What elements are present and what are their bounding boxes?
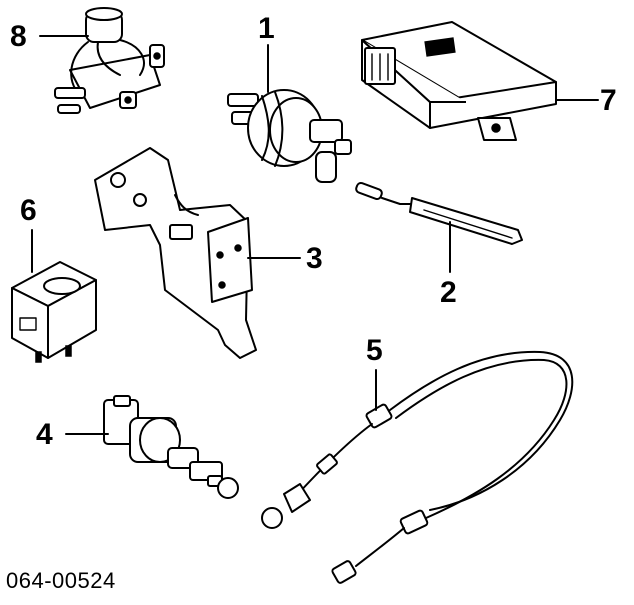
callout-1: 1 [258, 12, 275, 45]
callout-8: 8 [10, 20, 27, 53]
part-4-switch [103, 395, 239, 499]
part-7-control-module [361, 21, 557, 141]
part-2-sensor [355, 181, 523, 245]
callout-7: 7 [600, 84, 617, 117]
diagram-code: 064-00524 [6, 568, 116, 593]
callout-5: 5 [366, 334, 383, 367]
part-1-vacuum-actuator [227, 89, 352, 183]
part-5-cable [261, 350, 574, 584]
part-6-relay [11, 261, 97, 363]
callout-3: 3 [306, 242, 323, 275]
callout-6: 6 [20, 194, 37, 227]
callout-4: 4 [36, 418, 53, 451]
part-8-vacuum-valve [54, 7, 165, 114]
part-3-bracket [94, 147, 257, 359]
callout-2: 2 [440, 276, 457, 309]
